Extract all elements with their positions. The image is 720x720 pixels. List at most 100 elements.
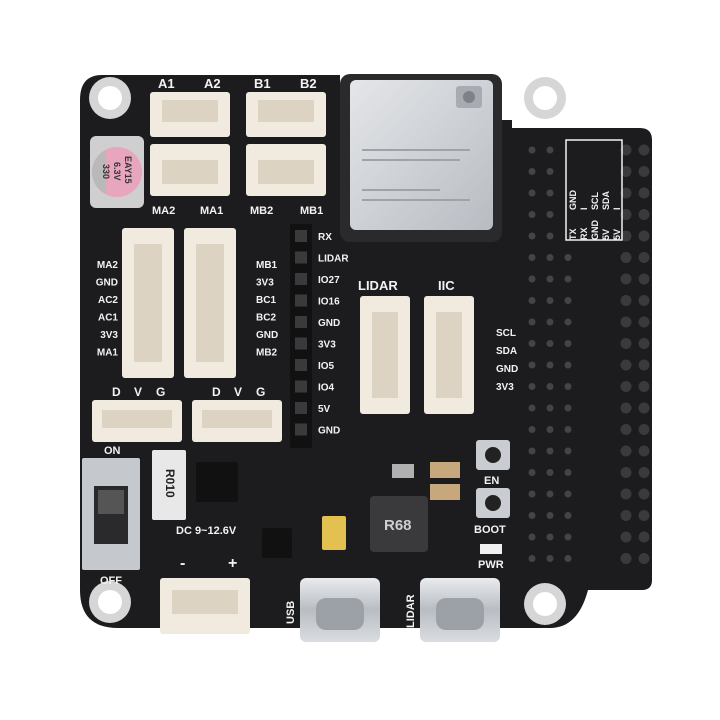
gpio-pin [638, 144, 650, 156]
motor-connector-a [150, 92, 230, 137]
via-hole [564, 490, 572, 498]
gpio-pin [620, 230, 632, 242]
servo2-g: G [256, 385, 265, 399]
via-hole [564, 318, 572, 326]
gpio-pin [620, 252, 632, 263]
header-pin [295, 380, 307, 393]
via-hole [564, 426, 572, 433]
via-hole [528, 469, 536, 476]
usb-c-port [300, 578, 380, 642]
servo2-v: V [234, 385, 242, 399]
via-hole [564, 404, 572, 412]
dc-voltage-label: DC 9~12.6V [176, 525, 237, 537]
servo1-d: D [112, 385, 121, 399]
left-pin-label: MA2 [97, 260, 119, 271]
header-pin-label: IO27 [318, 275, 340, 286]
gpio-pin [620, 467, 632, 478]
motor-connector-ma [150, 144, 230, 196]
header-pin [295, 359, 307, 371]
gpio-table-cell: TX [568, 228, 578, 240]
label-b1: B1 [254, 76, 271, 91]
via-hole [546, 189, 554, 197]
via-hole [546, 361, 554, 369]
iic-pin-label: SCL [496, 328, 516, 339]
via-hole [546, 447, 554, 455]
header-pin [295, 294, 307, 307]
header-pin [295, 230, 307, 242]
motor-connector-mb [246, 144, 326, 196]
via-hole [528, 232, 536, 240]
via-hole [528, 404, 536, 412]
gpio-table-cell: GND [568, 190, 578, 211]
via-hole [528, 297, 536, 304]
gpio-table-cell: RX [579, 227, 589, 240]
header-pin [295, 316, 307, 328]
via-hole [564, 533, 572, 541]
gpio-header-column [290, 224, 312, 448]
en-button[interactable] [476, 440, 510, 470]
cap-label-1: EAY15 [123, 156, 133, 184]
via-hole [564, 512, 572, 519]
gpio-pin [638, 252, 650, 263]
via-hole [528, 426, 536, 433]
dc-power-connector [160, 578, 250, 634]
gpio-pin [638, 510, 650, 521]
via-hole [564, 254, 572, 261]
via-hole [546, 404, 554, 412]
header-pin-label: RX [318, 232, 332, 243]
small-capacitors [392, 462, 460, 500]
gpio-header-grid [528, 144, 650, 564]
gpio-pin [620, 144, 632, 156]
via-hole [528, 555, 536, 562]
via-hole [564, 275, 572, 283]
gpio-pin [638, 359, 650, 371]
via-hole [546, 469, 554, 476]
gpio-pin [620, 273, 632, 285]
via-hole [546, 318, 554, 326]
pwr-led [480, 544, 502, 554]
boot-button[interactable] [476, 488, 510, 518]
gpio-pin [638, 316, 650, 328]
header-pin-label: IO16 [318, 297, 340, 308]
resistor-label: R010 [163, 469, 177, 498]
via-hole [546, 426, 554, 433]
servo1-g: G [156, 385, 165, 399]
power-switch [82, 458, 140, 570]
cap-label-3: 330 [101, 164, 111, 179]
gpio-pin [620, 553, 632, 564]
header-pin [295, 423, 307, 436]
via-hole [528, 383, 536, 390]
gpio-pin [620, 445, 632, 457]
servo2-d: D [212, 385, 221, 399]
mounting-hole-tl [89, 77, 131, 119]
via-hole [546, 232, 554, 240]
gpio-pin [620, 295, 632, 306]
label-mb2: MB2 [250, 205, 273, 217]
header-pin-label: GND [318, 426, 340, 437]
cap-label-2: 6.3V [112, 162, 122, 181]
iic-connector [424, 296, 474, 414]
lidar-connector [360, 296, 410, 414]
inductor [370, 496, 428, 552]
switch-off-label: OFF [100, 575, 122, 587]
via-hole [528, 254, 536, 261]
via-hole [564, 297, 572, 304]
encoder-connector-left [122, 228, 174, 378]
gpio-pin [638, 187, 650, 199]
header-pin-label: GND [318, 318, 340, 329]
label-a2: A2 [204, 76, 221, 91]
electrolytic-capacitor [90, 136, 144, 208]
label-mb1: MB1 [300, 205, 323, 217]
servo1-v: V [134, 385, 142, 399]
left-pin-label: AC1 [98, 313, 118, 324]
polarity-plus: + [228, 555, 237, 572]
servo-connector-2 [192, 400, 282, 442]
gpio-pin [620, 531, 632, 543]
gpio-pin [638, 488, 650, 500]
gpio-pin [638, 209, 650, 220]
via-hole [564, 340, 572, 347]
